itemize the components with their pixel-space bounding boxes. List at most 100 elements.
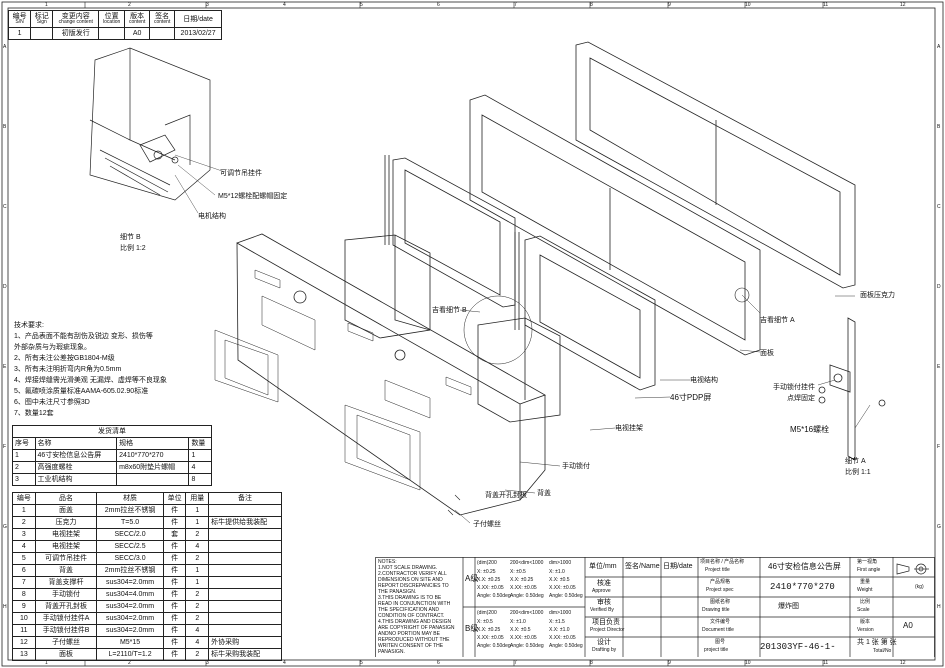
zone-number: 1 <box>45 2 48 8</box>
callout-label: 电机结构 <box>198 213 226 220</box>
cell: 2 <box>12 461 36 474</box>
cell: 件 <box>162 588 187 601</box>
first-angle-label-en: First angle <box>857 567 881 573</box>
zone-number: 6 <box>437 2 440 8</box>
shipping-list-table: 发货清单 序号 名称 规格 数量 1 46寸安检信息公告屏 2410*770*2… <box>12 425 212 486</box>
zone-number: 6 <box>437 660 440 666</box>
cell: 工业机结构 <box>34 473 118 486</box>
notes-line: THE PANASIGN. <box>378 589 417 595</box>
tolerance-value: Angle: 0.50deg <box>477 593 511 599</box>
callout-label: 手动锁付挂件 <box>773 384 815 391</box>
cell: 4 <box>185 624 210 637</box>
zone-letter: A <box>3 44 7 50</box>
cell: sus304=2.0mm <box>96 624 164 637</box>
tolerance-value: X: ±1.0 <box>510 619 526 625</box>
tolerance-col: dim>1000 <box>549 560 572 566</box>
tolerance-value: X.XX: ±0.05 <box>549 635 576 641</box>
sign-date-label: 日期/date <box>663 563 693 570</box>
cell <box>208 552 282 565</box>
cell: 面板 <box>34 648 98 661</box>
cell: M5*15 <box>96 636 164 649</box>
cell: 件 <box>162 516 187 529</box>
table-row: 2 高强度螺栓 m8x60附垫片螺帽 4 <box>12 461 212 474</box>
cell: SECC/2.5 <box>96 540 164 553</box>
scale-label-en: Scale <box>857 607 870 613</box>
shipping-list-title: 发货清单 <box>12 425 212 438</box>
cell: 套 <box>162 528 187 541</box>
project-no-label: 图号 <box>715 639 726 645</box>
zone-number: 3 <box>206 2 209 8</box>
revision-header: 编号 <box>12 13 27 20</box>
zone-letter: H <box>3 604 7 610</box>
cell <box>208 540 282 553</box>
zone-number: 12 <box>900 2 906 8</box>
notes-line: 4.THIS DRAWING AND DESIGN <box>378 619 452 625</box>
tolerance-value: X.XX: ±0.05 <box>477 585 504 591</box>
notes-line: CONDITION OF CONTRACT. <box>378 613 445 619</box>
cell: 4 <box>185 636 210 649</box>
cell: sus304=4.0mm <box>96 588 164 601</box>
title-block-frame <box>375 557 935 657</box>
cell: sus304=2.0mm <box>96 600 164 613</box>
cell: 8 <box>12 588 36 601</box>
callout-label: M5*16螺栓 <box>790 425 830 434</box>
revision-content: 初版发行 <box>52 27 100 40</box>
tech-note-line: 5、氟碳喷涂质量标准AAMA-605.02.90标准 <box>14 388 149 395</box>
cell: 件 <box>162 624 187 637</box>
drafting-label: 设计 <box>597 639 611 646</box>
zone-number: 7 <box>514 2 517 8</box>
revision-version: A0 <box>124 27 151 40</box>
cell: 12 <box>12 636 36 649</box>
revision-date: 2013/02/27 <box>174 27 222 40</box>
tolerance-grade-b: B级 <box>465 624 479 633</box>
notes-title: NOTES: <box>378 559 397 565</box>
cell: 子付螺丝 <box>34 636 98 649</box>
revision-header-en: location <box>103 19 121 25</box>
detail-b-scale: 比例 1:2 <box>120 245 146 252</box>
cell: sus304=2.0mm <box>96 576 164 589</box>
cell: 电视挂架 <box>34 528 98 541</box>
tolerance-col: (dim)200 <box>477 560 497 566</box>
detail-a-scale: 比例 1:1 <box>845 469 871 476</box>
detail-b-title: 细节 B <box>120 234 141 241</box>
bom-header: 材质 <box>96 492 164 505</box>
tolerance-value: X.X: ±0.25 <box>510 577 534 583</box>
cell: sus304=2.0mm <box>96 612 164 625</box>
cell: 13 <box>12 648 36 661</box>
version-label: 版本 <box>860 619 871 625</box>
callout-label: 点焊固定 <box>787 395 815 402</box>
zone-number: 4 <box>283 660 286 666</box>
cell: L=2110/T=1.2 <box>96 648 164 661</box>
cell: 件 <box>162 564 187 577</box>
tech-note-line: 7、数量12套 <box>14 410 54 417</box>
callout-label: M5*12螺栓配螺帽固定 <box>218 193 288 200</box>
zone-number: 9 <box>668 660 671 666</box>
revision-header: 日期/date <box>183 15 213 23</box>
cell: 6 <box>12 564 36 577</box>
cell: 2 <box>185 612 210 625</box>
weight-label: 重量 <box>860 579 871 585</box>
tolerance-value: Angle: 0.50deg <box>510 643 544 649</box>
cell: 1 <box>185 504 210 517</box>
zone-number: 12 <box>900 660 906 666</box>
notes-line: ANDNO PORTION MAY BE <box>378 631 440 637</box>
revision-header-en: Sign <box>36 19 47 25</box>
notes-line: 2.CONTRACTOR VERIFY ALL <box>378 571 447 577</box>
zone-letter: F <box>937 444 941 450</box>
cell: 1 <box>12 449 36 462</box>
cell: 背盖开孔封板 <box>34 600 98 613</box>
project-title-label: 项目名称 / 产品名称 <box>700 559 745 565</box>
document-title-label-en: Document title <box>702 627 734 633</box>
cell: 件 <box>162 612 187 625</box>
revision-header: 签名 <box>155 13 170 20</box>
zone-letter: F <box>3 444 7 450</box>
zone-letter: E <box>3 364 7 370</box>
drawing-title-label: 图纸名称 <box>710 599 731 605</box>
cell: m8x60附垫片螺帽 <box>116 461 190 474</box>
